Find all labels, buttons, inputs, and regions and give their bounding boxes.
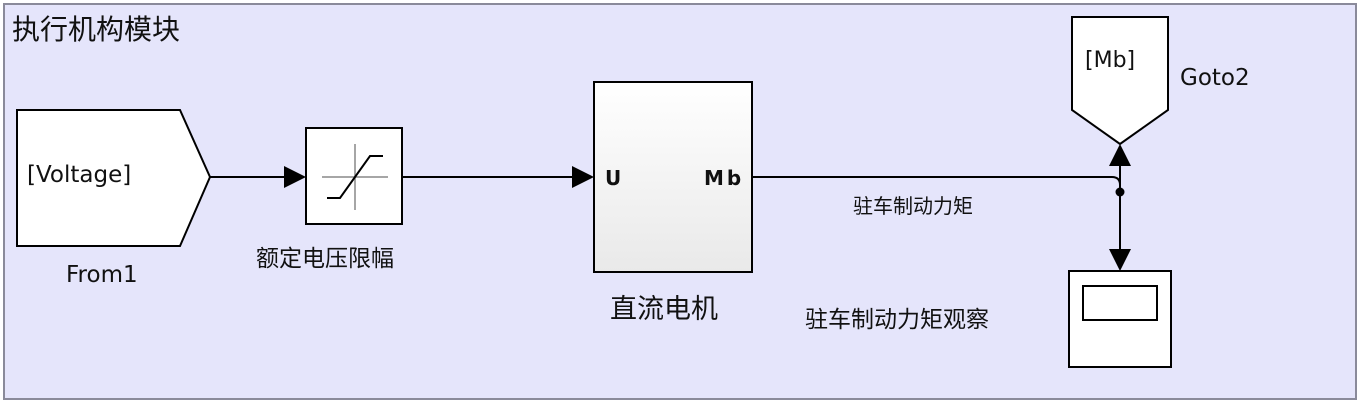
motor-block[interactable] (593, 81, 753, 273)
from-block[interactable] (16, 109, 212, 247)
from-tag: [Voltage] (27, 162, 132, 188)
goto-label: Goto2 (1180, 65, 1250, 91)
saturation-label: 额定电压限幅 (256, 246, 394, 272)
signal-mb[interactable] (752, 144, 1131, 271)
saturation-icon (322, 144, 388, 210)
motor-output-port: Mb (704, 166, 745, 190)
scope-screen-icon (1082, 285, 1158, 321)
signal-voltage[interactable] (210, 166, 306, 188)
branch-point (1115, 187, 1125, 197)
from-label: From1 (66, 262, 138, 288)
area-title: 执行机构模块 (12, 13, 181, 46)
goto-tag: [Mb] (1085, 48, 1136, 73)
scope-label: 驻车制动力矩观察 (805, 307, 989, 333)
signal-limited-voltage[interactable] (402, 166, 594, 188)
motor-label: 直流电机 (610, 294, 718, 325)
motor-input-port: U (605, 166, 622, 190)
saturation-block[interactable] (305, 127, 403, 225)
signal-mb-label: 驻车制动力矩 (853, 194, 973, 218)
goto-block[interactable] (1071, 16, 1169, 146)
